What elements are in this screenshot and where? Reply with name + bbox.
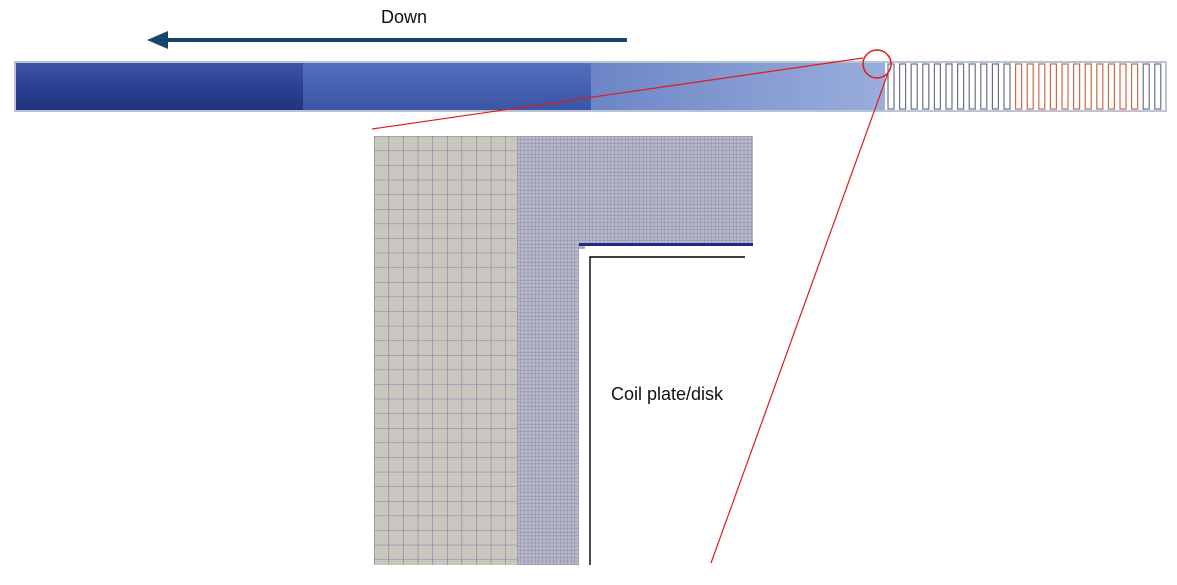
direction-arrow: [147, 31, 627, 49]
coil-plate: [1130, 63, 1139, 110]
coil-plate: [1003, 63, 1011, 110]
coil-plate: [980, 63, 988, 110]
mesh-coarse-region: [374, 136, 518, 565]
coil-plate: [922, 63, 930, 110]
zoom-circle: [862, 49, 892, 79]
mesh-fine-region-side: [517, 243, 579, 565]
coil-plate: [1049, 63, 1058, 110]
bar-section-light: [591, 62, 885, 111]
coil-plate: [1072, 63, 1081, 110]
bar-section-mid: [303, 62, 591, 111]
coil-plate: [910, 63, 918, 110]
zoom-line-right: [710, 72, 889, 564]
mesh-fine-region-top: [517, 136, 753, 243]
boundary-layer: [579, 243, 753, 246]
coil-plate: [1096, 63, 1104, 110]
main-bar: [14, 61, 1167, 112]
coil-plate: [956, 63, 965, 110]
coil-plate-outline: [589, 256, 745, 565]
coil-plate: [1014, 63, 1023, 110]
direction-label: Down: [381, 7, 428, 27]
coil-plate: [933, 63, 942, 110]
coil-plate-label: Coil plate/disk: [611, 384, 724, 404]
bar-section-dark: [15, 62, 303, 111]
coil-plate: [968, 63, 976, 110]
coil-plate: [1142, 63, 1150, 110]
coil-plate: [1084, 63, 1092, 110]
coil-plate: [898, 63, 907, 110]
coil-plate: [991, 63, 1000, 110]
coil-plate: [1061, 63, 1069, 110]
zoom-line-left: [371, 57, 864, 130]
coil-plate: [1026, 63, 1034, 110]
coil-section: [887, 63, 1162, 110]
coil-plate: [1119, 63, 1127, 110]
coil-plate: [1154, 63, 1162, 110]
bar-outline: [14, 61, 1167, 112]
mesh-zoom-view: [374, 136, 753, 565]
coil-plate: [1107, 63, 1116, 110]
coil-plate: [1038, 63, 1046, 110]
coil-plate: [945, 63, 953, 110]
